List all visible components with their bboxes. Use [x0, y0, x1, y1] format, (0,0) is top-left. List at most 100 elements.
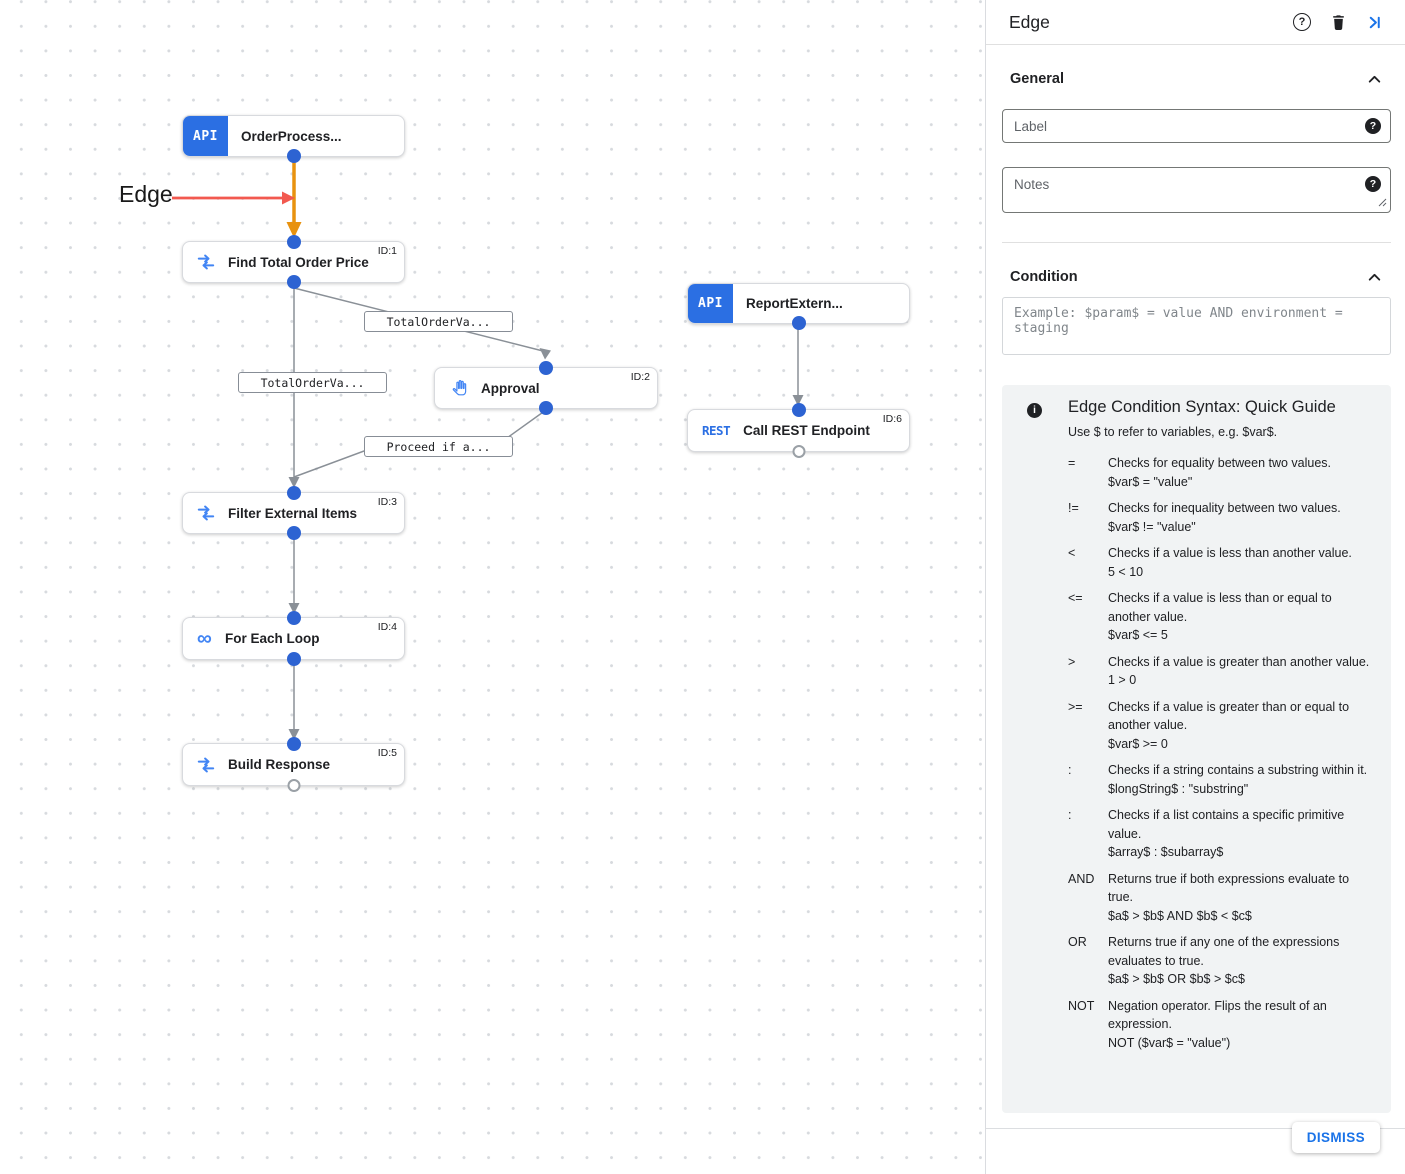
node-reportexternal-trigger[interactable]: API ReportExtern...: [687, 283, 910, 330]
guide-operator: >: [1068, 654, 1076, 669]
guide-example: $var$ >= 0: [1108, 736, 1168, 751]
loop-icon: ∞: [197, 626, 212, 650]
guide-desc: Checks for inequality between two values…: [1108, 501, 1341, 515]
label-input[interactable]: [1002, 109, 1391, 143]
guide-row: >=Checks if a value is greater than or e…: [1002, 698, 1377, 754]
notes-textarea[interactable]: [1002, 167, 1391, 213]
data-mapping-icon: [197, 504, 215, 522]
edge-lines: [172, 160, 804, 740]
guide-row: <Checks if a value is less than another …: [1002, 544, 1377, 581]
node-id-badge: ID:1: [377, 245, 397, 257]
help-icon[interactable]: ?: [1293, 13, 1311, 31]
info-icon: i: [1027, 403, 1042, 418]
node-call-rest-endpoint[interactable]: REST Call REST Endpoint ID:6: [687, 403, 910, 458]
connector-port[interactable]: [286, 652, 301, 666]
general-section: General ? ?: [986, 71, 1405, 243]
edge-annotation-label: Edge: [119, 181, 173, 207]
dismiss-button[interactable]: DISMISS: [1291, 1122, 1380, 1153]
guide-example: $a$ > $b$ OR $b$ > $c$: [1108, 972, 1245, 986]
panel-title: Edge: [1009, 11, 1050, 32]
connector-port[interactable]: [286, 526, 301, 540]
node-title: OrderProcess...: [241, 128, 342, 144]
guide-row: != Checks for inequality between two valu…: [1002, 499, 1377, 536]
connector-port-end[interactable]: [287, 779, 300, 792]
connector-port[interactable]: [539, 361, 553, 375]
node-for-each-loop[interactable]: ∞ For Each Loop ID:4: [182, 611, 405, 666]
connector-port[interactable]: [286, 275, 301, 289]
guide-operator: :: [1068, 763, 1072, 777]
notes-help-icon[interactable]: ?: [1365, 176, 1381, 192]
guide-example: $var$ <= 5: [1108, 628, 1168, 642]
edge-label-totalorderva-2[interactable]: TotalOrderVa...: [238, 372, 387, 393]
guide-desc: Checks for equality between two values.: [1108, 456, 1332, 470]
connector-port[interactable]: [286, 737, 301, 751]
connector-port[interactable]: [286, 486, 301, 500]
node-id-badge: ID:4: [377, 621, 397, 633]
footer-divider: [986, 1128, 1405, 1129]
connector-port[interactable]: [791, 316, 806, 330]
node-build-response[interactable]: Build Response ID:5: [182, 737, 405, 792]
selected-edge[interactable]: [286, 160, 302, 238]
guide-title: Edge Condition Syntax: Quick Guide: [1068, 398, 1336, 416]
node-title: ReportExtern...: [746, 296, 843, 311]
label-help-icon[interactable]: ?: [1365, 118, 1381, 134]
condition-input[interactable]: [1002, 297, 1391, 355]
connector-port[interactable]: [791, 403, 806, 417]
guide-desc: Checks if a value is less than another v…: [1108, 546, 1352, 560]
node-title: Build Response: [228, 757, 331, 772]
guide-desc: Checks if a value is greater than anothe…: [1108, 654, 1370, 669]
guide-operator: !=: [1068, 501, 1079, 515]
flow-canvas[interactable]: TotalOrderVa... TotalOrderVa... Proceed …: [0, 0, 985, 1174]
edge-label-proceed-if[interactable]: Proceed if a...: [364, 436, 513, 457]
guide-row: :Checks if a string contains a substring…: [1002, 761, 1377, 798]
guide-example: $var$ = "value": [1108, 474, 1193, 489]
guide-desc: Negation operator. Flips the result of a…: [1108, 998, 1327, 1032]
node-approval[interactable]: Approval ID:2: [434, 361, 658, 415]
node-id-badge: ID:3: [377, 496, 397, 508]
guide-subtitle: Use $ to refer to variables, e.g. $var$.: [1068, 425, 1278, 439]
guide-row: > Checks if a value is greater than anoth…: [1002, 653, 1377, 690]
data-mapping-icon: [197, 756, 215, 774]
resize-grip-icon[interactable]: [1378, 194, 1387, 212]
guide-operator: :: [1068, 808, 1072, 822]
edge-label-text: Proceed if a...: [386, 439, 491, 454]
node-title: Find Total Order Price: [228, 254, 369, 270]
guide-row: NOT Negation operator. Flips the result o…: [1002, 997, 1377, 1053]
connector-port[interactable]: [286, 611, 301, 625]
connector-port[interactable]: [539, 401, 553, 415]
guide-row: : Checks if a list contains a specific pr…: [1002, 806, 1377, 862]
edge-properties-panel: Edge ? General: [985, 0, 1405, 1174]
node-title: Approval: [481, 380, 540, 396]
edge-label-text: TotalOrderVa...: [386, 314, 491, 329]
guide-example: 1 > 0: [1108, 673, 1137, 687]
guide-operator: =: [1068, 456, 1076, 470]
guide-desc: Checks if a list contains a specific pri…: [1108, 808, 1345, 841]
node-orderprocess-trigger[interactable]: API OrderProcess...: [182, 115, 405, 163]
guide-operator: NOT: [1068, 998, 1095, 1013]
chevron-up-icon[interactable]: [1367, 72, 1382, 87]
approval-hand-icon: [449, 379, 468, 398]
guide-example: $longString$ : "substring": [1108, 781, 1249, 796]
general-section-title: General: [1010, 71, 1064, 87]
guide-operator: >=: [1068, 699, 1083, 714]
connector-port[interactable]: [286, 235, 301, 249]
chevron-up-icon[interactable]: [1367, 270, 1382, 285]
section-divider: [1002, 242, 1391, 243]
data-mapping-icon: [197, 253, 215, 271]
connector-port[interactable]: [286, 149, 301, 163]
guide-operator: OR: [1068, 935, 1087, 949]
edge-label-totalorderva-1[interactable]: TotalOrderVa...: [364, 311, 513, 332]
node-title: For Each Loop: [224, 631, 320, 646]
panel-header: Edge ?: [986, 0, 1405, 45]
annotation-arrow: [172, 191, 295, 205]
delete-icon[interactable]: [1330, 14, 1347, 31]
guide-rows: = Checks for equality between two values.…: [1002, 454, 1377, 1052]
node-find-total-order-price[interactable]: Find Total Order Price ID:1: [182, 235, 405, 289]
connector-port-end[interactable]: [792, 445, 805, 458]
node-filter-external-items[interactable]: Filter External Items ID:3: [182, 486, 405, 540]
collapse-panel-icon[interactable]: [1366, 14, 1383, 31]
guide-example: $var$ != "value": [1108, 519, 1196, 534]
node-id-badge: ID:6: [882, 413, 902, 425]
